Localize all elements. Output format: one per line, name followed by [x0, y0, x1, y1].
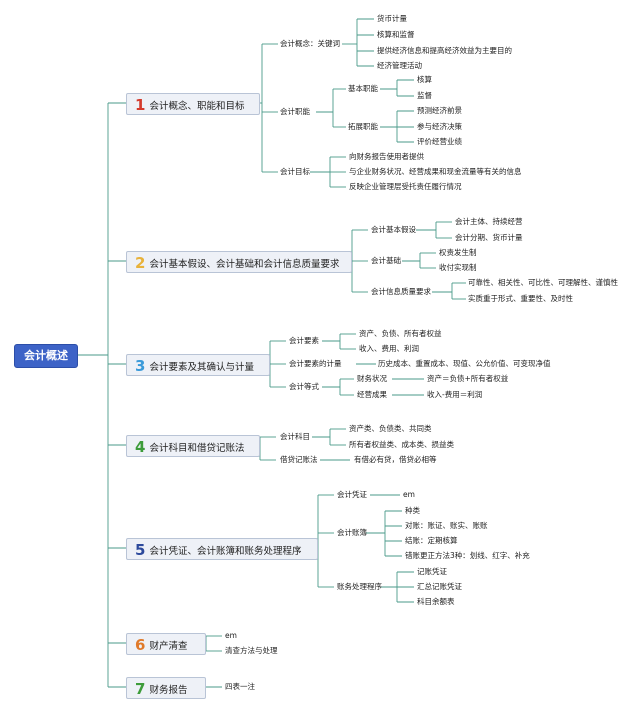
s5b-item[interactable]: 结账：定期核算: [405, 536, 458, 545]
section-number: 1: [135, 96, 146, 114]
s1-child-label[interactable]: 会计概念：关键词: [280, 39, 340, 48]
s1a-item[interactable]: 核算和监督: [377, 30, 415, 39]
section-title: 财务报告: [149, 685, 188, 696]
section-number: 5: [135, 541, 146, 559]
s2c-item[interactable]: 实质重于形式、重要性、及时性: [468, 294, 573, 303]
s2a-item[interactable]: 会计主体、持续经营: [455, 217, 523, 226]
s5c-item[interactable]: 科目余额表: [417, 597, 455, 606]
s1b1-item[interactable]: 核算: [417, 75, 432, 84]
s4a-item[interactable]: 所有者权益类、成本类、损益类: [349, 440, 454, 449]
s1b2-item[interactable]: 参与经济决策: [417, 122, 462, 131]
s1a-item[interactable]: 经济管理活动: [377, 61, 422, 70]
section-number: 4: [135, 438, 146, 456]
s5-child-label[interactable]: 账务处理程序: [337, 582, 382, 591]
s5c-item[interactable]: 汇总记账凭证: [417, 582, 462, 591]
s3c1-item[interactable]: 资产＝负债+所有者权益: [427, 374, 509, 383]
s1a-item[interactable]: 货币计量: [377, 14, 407, 23]
root-node[interactable]: 会计概述: [14, 344, 78, 368]
s1b1-item[interactable]: 监督: [417, 91, 432, 100]
section-number: 7: [135, 680, 146, 698]
section-title: 会计凭证、会计账簿和账务处理程序: [149, 546, 302, 557]
s3b-item[interactable]: 历史成本、重置成本、现值、公允价值、可变现净值: [378, 359, 551, 368]
s3a-item[interactable]: 收入、费用、利润: [359, 344, 419, 353]
s1b-label[interactable]: 基本职能: [348, 84, 378, 93]
s1b-label[interactable]: 拓展职能: [348, 122, 378, 131]
s5-child-label[interactable]: 会计凭证: [337, 490, 367, 499]
s4-child-label[interactable]: 会计科目: [280, 432, 310, 441]
section-title: 会计科目和借贷记账法: [149, 443, 245, 454]
s3-child-label[interactable]: 会计等式: [289, 382, 319, 391]
section-title: 会计概念、职能和目标: [149, 101, 245, 112]
s1c-item[interactable]: 与企业财务状况、经营成果和现金流量等有关的信息: [349, 167, 522, 176]
s5a-item[interactable]: em: [403, 490, 415, 499]
s1b2-item[interactable]: 评价经营业绩: [417, 137, 462, 146]
s3c2-item[interactable]: 收入-费用＝利润: [427, 390, 483, 399]
s4b-item[interactable]: 有借必有贷，借贷必相等: [354, 455, 437, 464]
s3-child-label[interactable]: 会计要素: [289, 336, 319, 345]
s1-child-label[interactable]: 会计职能: [280, 107, 310, 116]
s1a-item[interactable]: 提供经济信息和提高经济效益为主要目的: [377, 46, 512, 55]
s2-child-label[interactable]: 会计基础: [371, 256, 401, 265]
s1b2-item[interactable]: 预测经济前景: [417, 106, 462, 115]
s6-item[interactable]: 清查方法与处理: [225, 646, 278, 655]
s2-child-label[interactable]: 会计基本假设: [371, 225, 416, 234]
s1c-item[interactable]: 向财务报告使用者提供: [349, 152, 424, 161]
s1-child-label[interactable]: 会计目标: [280, 167, 310, 176]
s2b-item[interactable]: 权责发生制: [439, 248, 477, 257]
section-title: 会计要素及其确认与计量: [149, 362, 254, 373]
s6-item[interactable]: em: [225, 631, 237, 640]
s5-child-label[interactable]: 会计账簿: [337, 528, 367, 537]
section-title: 会计基本假设、会计基础和会计信息质量要求: [149, 259, 340, 270]
s5b-item[interactable]: 种类: [405, 506, 420, 515]
section-title: 财产清查: [149, 641, 188, 652]
s3c-label[interactable]: 财务状况: [357, 374, 387, 383]
s7-item[interactable]: 四表一注: [225, 682, 255, 691]
section-number: 6: [135, 636, 146, 654]
section-number: 2: [135, 254, 146, 272]
s3-child-label[interactable]: 会计要素的计量: [289, 359, 342, 368]
s2b-item[interactable]: 收付实现制: [439, 263, 477, 272]
s4-child-label[interactable]: 借贷记账法: [280, 455, 318, 464]
s5c-item[interactable]: 记账凭证: [417, 567, 447, 576]
s2a-item[interactable]: 会计分期、货币计量: [455, 233, 523, 242]
section-number: 3: [135, 357, 146, 375]
s4a-item[interactable]: 资产类、负债类、共同类: [349, 424, 432, 433]
s1c-item[interactable]: 反映企业管理层受托责任履行情况: [349, 182, 462, 191]
s3c-label[interactable]: 经营成果: [357, 390, 387, 399]
s5b-item[interactable]: 错账更正方法3种：划线、红字、补充: [405, 551, 530, 560]
s3a-item[interactable]: 资产、负债、所有者权益: [359, 329, 442, 338]
s5b-item[interactable]: 对账：账证、账实、账账: [405, 521, 488, 530]
s2c-item[interactable]: 可靠性、相关性、可比性、可理解性、谨慎性: [468, 278, 618, 287]
s2-child-label[interactable]: 会计信息质量要求: [371, 287, 431, 296]
